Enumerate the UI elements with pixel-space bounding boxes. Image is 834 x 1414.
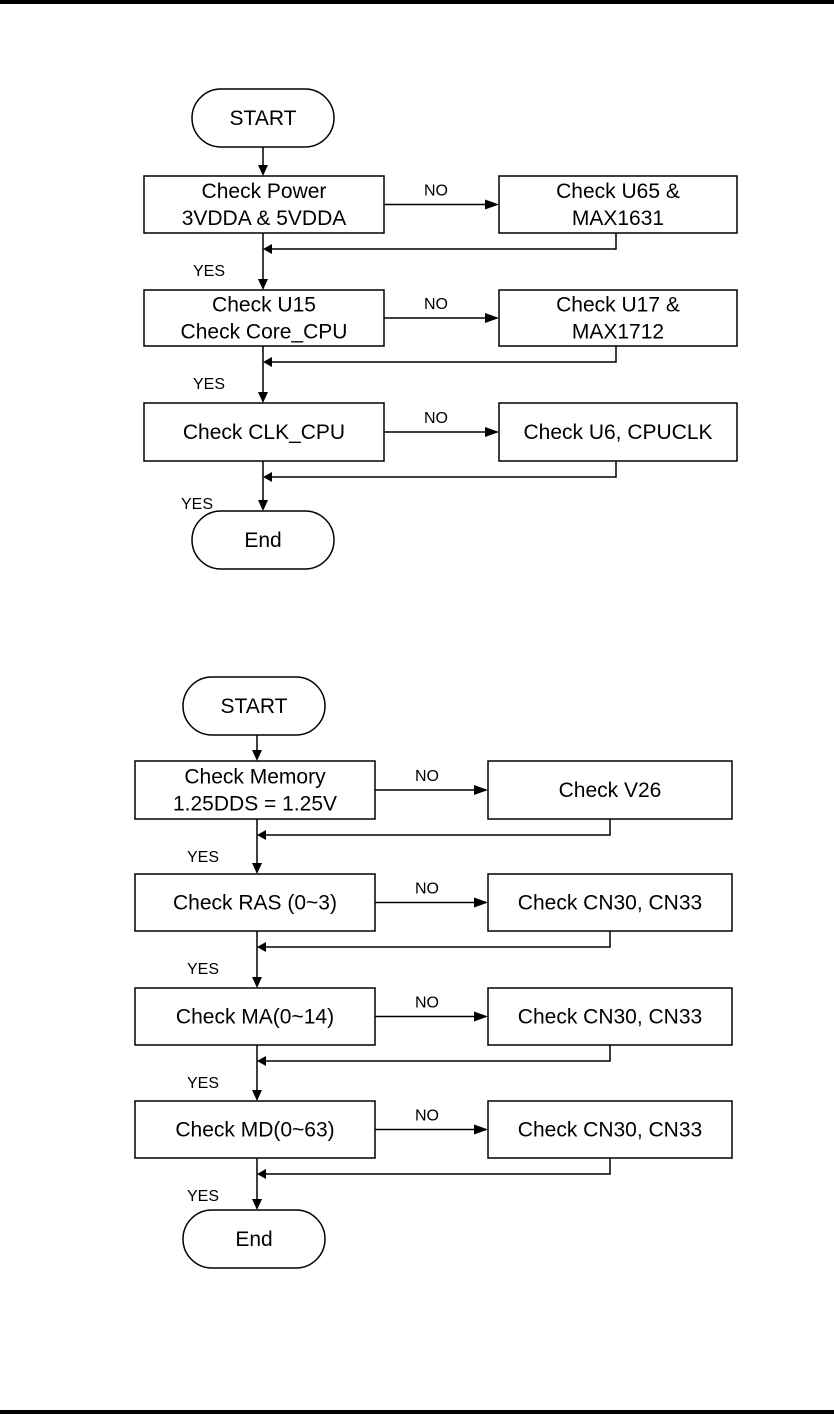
memory-fix-box-2-line: Check CN30, CN33 xyxy=(518,892,702,915)
cpu-start-terminal-label: START xyxy=(230,107,297,130)
cpu-no-label-1: NO xyxy=(424,183,448,200)
memory-fix-box-2 xyxy=(487,873,733,932)
memory-fix-box-3-line: Check CN30, CN33 xyxy=(518,1006,702,1029)
memory-arrowhead-return-2 xyxy=(257,942,266,952)
memory-yes-label-4: YES xyxy=(187,1188,219,1205)
memory-check-box-3 xyxy=(134,987,376,1046)
memory-arrowhead-yes-4 xyxy=(252,1199,262,1210)
page-bottom-rule xyxy=(0,1410,834,1414)
memory-edge-return-4 xyxy=(265,1158,611,1175)
cpu-end-terminal-label: End xyxy=(244,529,281,552)
cpu-no-label-3: NO xyxy=(424,410,448,427)
cpu-yes-label-1: YES xyxy=(193,263,225,280)
cpu-check-box-1 xyxy=(143,175,385,234)
memory-yes-label-3: YES xyxy=(187,1075,219,1092)
memory-start-terminal-label: START xyxy=(221,695,288,718)
memory-arrowhead-no-1 xyxy=(474,785,488,795)
memory-arrowhead-yes-1 xyxy=(252,863,262,874)
cpu-check-box-1-line: 3VDDA & 5VDDA xyxy=(182,207,347,230)
cpu-check-box-3-line: Check CLK_CPU xyxy=(183,421,345,444)
memory-arrowhead-yes-3 xyxy=(252,1090,262,1101)
cpu-arrowhead-yes-3 xyxy=(258,500,268,511)
memory-arrowhead-no-3 xyxy=(474,1011,488,1022)
cpu-yes-label-2: YES xyxy=(193,376,225,393)
memory-no-label-1: NO xyxy=(415,768,439,785)
memory-arrowhead-yes-2 xyxy=(252,977,262,988)
memory-end-terminal xyxy=(182,1209,326,1269)
memory-check-box-1-line: Check Memory xyxy=(184,766,326,789)
cpu-fix-box-2-line: Check U17 & xyxy=(556,294,680,317)
memory-check-box-1 xyxy=(134,760,376,820)
cpu-fix-box-3-line: Check U6, CPUCLK xyxy=(523,421,712,444)
memory-check-box-4-line: Check MD(0~63) xyxy=(175,1119,334,1142)
memory-edge-return-1 xyxy=(265,819,611,836)
cpu-arrowhead-no-1 xyxy=(485,199,499,210)
cpu-yes-label-3: YES xyxy=(181,496,213,513)
cpu-check-box-1-line: Check Power xyxy=(202,180,327,203)
cpu-end-terminal xyxy=(191,510,335,570)
cpu-fix-box-1-line: Check U65 & xyxy=(556,180,680,203)
cpu-fix-box-2-line: MAX1712 xyxy=(572,321,664,344)
memory-arrowhead-return-3 xyxy=(257,1056,266,1066)
memory-end-terminal-label: End xyxy=(235,1228,272,1251)
cpu-check-box-2-line: Check U15 xyxy=(212,294,316,317)
memory-check-box-4 xyxy=(134,1100,376,1159)
memory-yes-label-2: YES xyxy=(187,961,219,978)
memory-no-label-4: NO xyxy=(415,1108,439,1125)
memory-yes-label-1: YES xyxy=(187,849,219,866)
memory-check-box-2 xyxy=(134,873,376,932)
memory-no-label-2: NO xyxy=(415,881,439,898)
cpu-fix-box-1-line: MAX1631 xyxy=(572,207,664,230)
memory-arrowhead-start xyxy=(252,750,262,761)
cpu-check-box-2 xyxy=(143,289,385,347)
memory-no-label-3: NO xyxy=(415,995,439,1012)
cpu-arrowhead-return-1 xyxy=(263,244,272,254)
cpu-check-box-2-line: Check Core_CPU xyxy=(181,321,348,344)
cpu-no-label-2: NO xyxy=(424,296,448,313)
cpu-arrowhead-return-3 xyxy=(263,472,272,482)
memory-edge-return-2 xyxy=(265,931,611,948)
memory-start-terminal xyxy=(182,676,326,736)
memory-check-box-2-line: Check RAS (0~3) xyxy=(173,892,337,915)
cpu-fix-box-1 xyxy=(498,175,738,234)
cpu-edge-return-3 xyxy=(271,461,617,478)
cpu-arrowhead-yes-2 xyxy=(258,392,268,403)
cpu-arrowhead-start xyxy=(258,165,268,176)
cpu-check-box-3 xyxy=(143,402,385,462)
memory-edge-return-3 xyxy=(265,1045,611,1062)
memory-check-box-1-line: 1.25DDS = 1.25V xyxy=(173,793,337,816)
memory-fix-box-1 xyxy=(487,760,733,820)
memory-arrowhead-no-2 xyxy=(474,897,488,908)
memory-check-box-3-line: Check MA(0~14) xyxy=(176,1006,334,1029)
cpu-arrowhead-yes-1 xyxy=(258,279,268,290)
memory-arrowhead-return-1 xyxy=(257,830,266,840)
cpu-arrowhead-no-3 xyxy=(485,427,499,437)
cpu-arrowhead-no-2 xyxy=(485,313,499,323)
cpu-edge-return-1 xyxy=(271,233,617,250)
memory-fix-box-1-line: Check V26 xyxy=(559,779,662,802)
cpu-arrowhead-return-2 xyxy=(263,357,272,367)
memory-arrowhead-no-4 xyxy=(474,1124,488,1135)
cpu-edge-return-2 xyxy=(271,346,617,363)
memory-fix-box-4-line: Check CN30, CN33 xyxy=(518,1119,702,1142)
page-top-rule xyxy=(0,0,834,4)
memory-arrowhead-return-4 xyxy=(257,1169,266,1179)
